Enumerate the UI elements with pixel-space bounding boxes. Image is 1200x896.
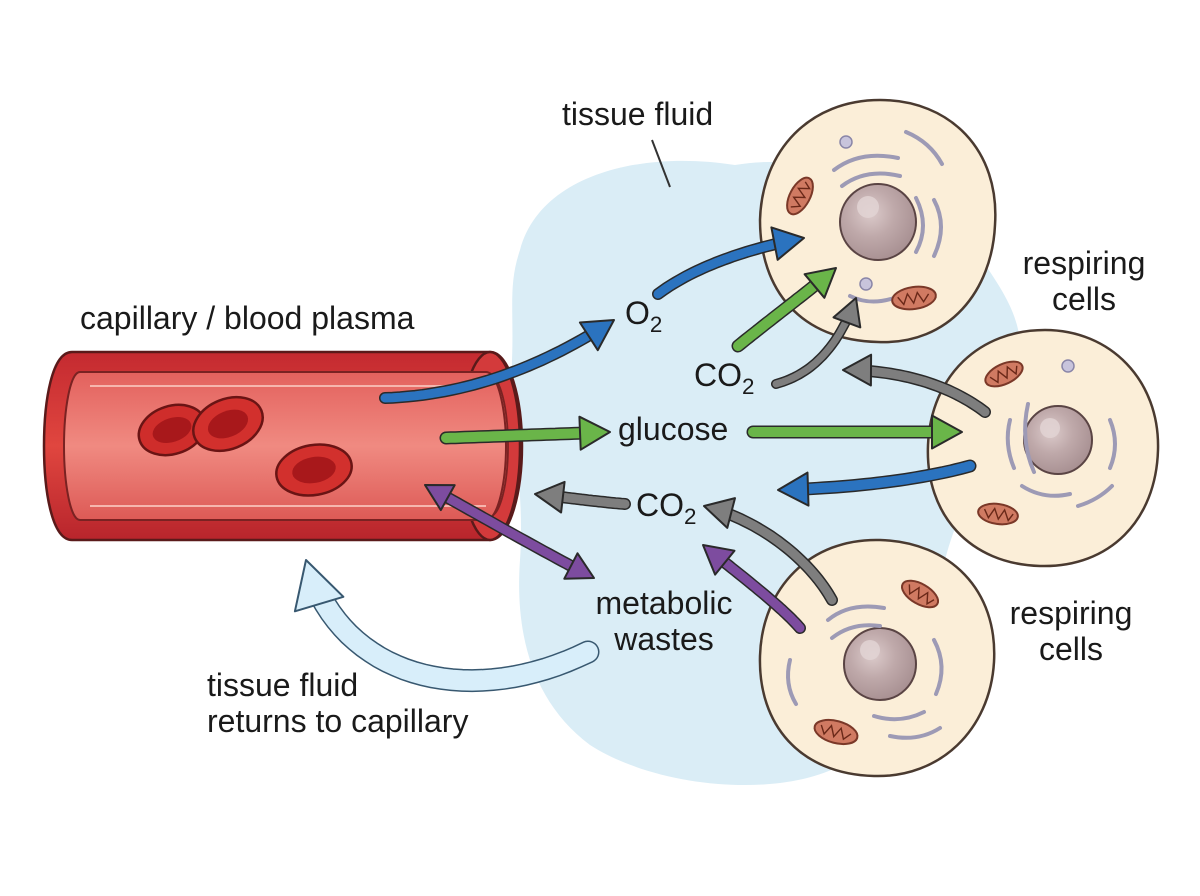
endoplasmic-reticulum <box>914 196 925 254</box>
endoplasmic-reticulum <box>832 153 900 172</box>
mitochondrion <box>984 360 1024 388</box>
label-respiring-cells-bottom-line2: cells <box>1038 630 1103 667</box>
endoplasmic-reticulum <box>932 198 943 258</box>
label-o2-sub: 2 <box>649 311 663 337</box>
vesicle <box>1061 359 1075 373</box>
red-blood-cell <box>275 443 353 497</box>
glucose-arrow-into-top-cell <box>731 267 837 353</box>
respiring-cell-bottom <box>758 538 996 778</box>
endoplasmic-reticulum <box>872 710 926 722</box>
nucleolus <box>1040 418 1060 438</box>
arrows-layer <box>293 226 991 693</box>
mitochondrion <box>977 502 1019 526</box>
endoplasmic-reticulum <box>904 130 944 166</box>
endoplasmic-reticulum <box>786 658 798 706</box>
respiring-cell-middle <box>926 328 1160 568</box>
label-respiring-cells-bottom: respiring cells <box>991 595 1151 668</box>
mitochondrion <box>891 285 937 311</box>
label-co2-top-sub: 2 <box>742 373 755 399</box>
carbon-dioxide-arrow-from-bottom-cell <box>703 497 838 606</box>
capillary <box>42 350 524 542</box>
endoplasmic-reticulum <box>1023 402 1036 474</box>
endoplasmic-reticulum <box>830 623 882 640</box>
mitochondrion <box>786 176 814 216</box>
oxygen-arrow-into-middle-cell <box>777 459 977 507</box>
label-respiring-cells-top-line1: respiring <box>1022 245 1146 281</box>
waste-arrow-to-capillary <box>424 484 595 580</box>
label-o2-main: O <box>625 295 650 331</box>
vesicle <box>859 277 873 291</box>
label-co2-mid: CO2 <box>636 487 697 529</box>
label-tissue-fluid: tissue fluid <box>562 96 714 132</box>
label-glucose: glucose <box>618 411 729 447</box>
endoplasmic-reticulum <box>848 294 896 304</box>
label-metabolic-wastes-line2: wastes <box>614 620 714 657</box>
glucose-arrow-to-cell <box>746 414 963 450</box>
endoplasmic-reticulum <box>888 726 942 740</box>
label-o2: O2 <box>625 295 663 337</box>
label-tissue-fluid-returns-line2: returns to capillary <box>207 702 469 739</box>
nucleus <box>843 627 917 701</box>
carbon-dioxide-arrow-to-capillary <box>534 480 631 514</box>
nucleolus <box>857 196 879 218</box>
endoplasmic-reticulum <box>1108 418 1117 470</box>
label-respiring-cells-top-line2: cells <box>1051 280 1116 317</box>
nucleolus <box>860 640 880 660</box>
label-co2-top: CO2 <box>694 357 755 399</box>
tissue-fluid-return-arrow <box>293 559 600 693</box>
glucose-arrow-from-capillary <box>439 415 611 451</box>
label-co2-mid-sub: 2 <box>684 503 697 529</box>
label-capillary: capillary / blood plasma <box>80 300 415 336</box>
mitochondrion <box>900 579 940 609</box>
label-tissue-fluid-returns-line1: tissue fluid <box>207 667 359 703</box>
tissue-fluid-leader-line <box>651 139 671 188</box>
label-co2-top-main: CO <box>694 357 742 393</box>
mitochondrion <box>813 718 859 746</box>
oxygen-arrow-to-cell <box>652 226 805 300</box>
oxygen-arrow-from-capillary <box>379 319 615 404</box>
carbon-dioxide-arrow-from-top-cell <box>771 297 862 389</box>
red-blood-cell <box>192 395 264 453</box>
nucleus <box>1023 405 1093 475</box>
label-metabolic-wastes: metabolic wastes <box>584 585 744 658</box>
endoplasmic-reticulum <box>932 638 944 696</box>
label-co2-mid-main: CO <box>636 487 684 523</box>
waste-arrow-from-bottom-cell <box>702 544 806 634</box>
carbon-dioxide-arrow-from-middle-cell <box>842 353 991 418</box>
label-metabolic-wastes-line1: metabolic <box>595 585 733 621</box>
endoplasmic-reticulum <box>1005 418 1016 470</box>
endoplasmic-reticulum <box>1020 484 1072 498</box>
endoplasmic-reticulum <box>826 604 886 622</box>
nucleus <box>839 183 917 261</box>
endoplasmic-reticulum <box>1076 484 1114 508</box>
label-tissue-fluid-returns: tissue fluid returns to capillary <box>207 667 469 740</box>
vesicle <box>839 135 853 149</box>
endoplasmic-reticulum <box>840 171 902 188</box>
label-respiring-cells-bottom-line1: respiring <box>1009 595 1133 631</box>
label-respiring-cells-top: respiring cells <box>1004 245 1164 318</box>
